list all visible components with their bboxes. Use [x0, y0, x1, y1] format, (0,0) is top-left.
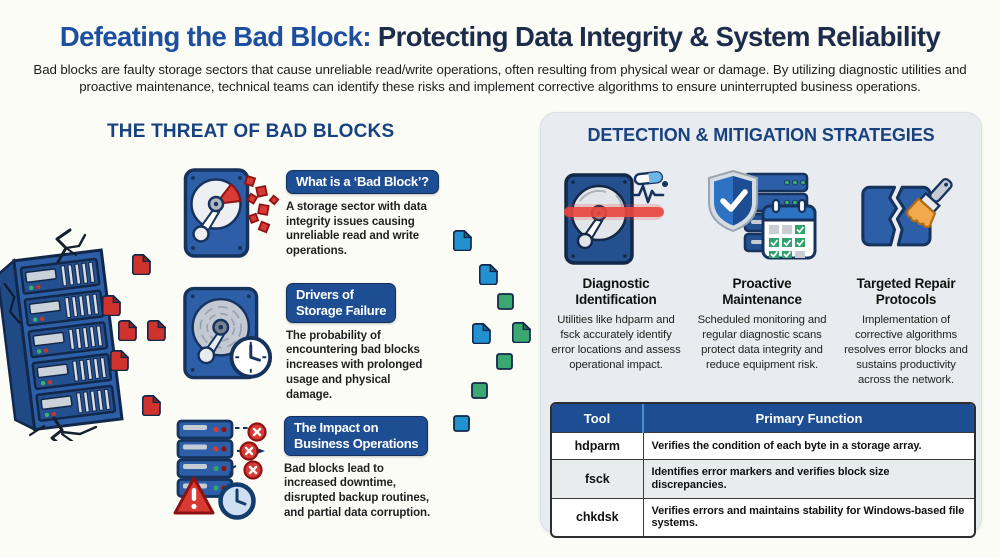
table-header-tool: Tool [552, 404, 644, 433]
strategy-title: Proactive Maintenance [722, 276, 802, 308]
tool-name: chkdsk [552, 497, 644, 536]
file-block-icon [453, 230, 472, 251]
server-alert-clock-icon [173, 419, 267, 520]
tool-function: Verifies errors and maintains stability … [643, 497, 974, 536]
threat-section-heading: THE THREAT OF BAD BLOCKS [107, 121, 395, 142]
data-block-icon [471, 382, 488, 399]
strategy-body: Scheduled monitoring and regular diagnos… [697, 314, 827, 372]
file-block-icon [512, 322, 531, 343]
card-title-line: Drivers of [296, 287, 354, 302]
paint-brush-icon [905, 177, 953, 229]
table-row: hdparm Verifies the condition of each by… [552, 431, 974, 460]
strategy-title: Targeted Repair Protocols [856, 276, 956, 308]
file-block-icon [472, 323, 491, 344]
scan-beam [563, 207, 664, 217]
strategy-body: Utilities like hdparm and fsck accuratel… [551, 314, 681, 372]
card-body-text: Bad blocks lead to increased downtime, d… [284, 462, 431, 519]
card-title-line: Business Operations [294, 435, 419, 451]
threat-card-business-impact: The Impact on Business Operations Bad bl… [284, 416, 436, 521]
shield-calendar-icon [707, 169, 816, 260]
strategies-panel: DETECTION & MITIGATION STRATEGIES [540, 112, 982, 538]
table-row: chkdsk Verifies errors and maintains sta… [552, 497, 974, 536]
top-crack [55, 228, 87, 264]
table-row: fsck Identifies error markers and verifi… [552, 459, 974, 499]
repair-brush-icon [860, 177, 953, 247]
tool-function: Verifies the condition of each byte in a… [643, 431, 974, 460]
capsule-icon [633, 171, 663, 186]
icon-box [551, 167, 681, 271]
pulse-line-icon [630, 184, 664, 204]
tool-name: fsck [552, 459, 644, 499]
hdd-scan-icon [563, 171, 668, 265]
threat-card-what-is-bad-block: What is a ‘Bad Block’? A storage sector … [286, 170, 439, 259]
card-title-line: What is a ‘Bad Block’? [296, 174, 429, 189]
strategy-column-repair: Targeted Repair Protocols Implementation… [839, 167, 973, 388]
card-title-line: Storage Failure [296, 302, 387, 318]
card-body-text: The probability of encountering bad bloc… [286, 329, 423, 401]
strategy-column-maintenance: Proactive Maintenance Scheduled monitori… [693, 167, 831, 373]
file-block-icon [479, 264, 498, 285]
intro-text: Bad blocks are faulty storage sectors th… [33, 62, 967, 95]
shattered-hdd-icon [183, 168, 280, 258]
strategy-column-diagnostic: Diagnostic Identification Utilities like… [551, 167, 681, 373]
card-title-pill: What is a ‘Bad Block’? [286, 170, 439, 194]
data-block-scatter [453, 230, 531, 432]
calendar-icon [761, 198, 816, 260]
bottom-crack [28, 416, 98, 441]
table-header-row: Tool Primary Function [552, 404, 974, 433]
strategy-title: Diagnostic Identification [575, 276, 657, 308]
icon-box [693, 167, 831, 271]
strategy-body: Implementation of corrective algorithms … [844, 314, 968, 386]
hdd-clock-icon [183, 286, 273, 380]
server-rack [0, 248, 124, 432]
card-title-pill: Drivers of Storage Failure [286, 283, 397, 323]
title-highlight: Defeating the Bad Block: [59, 21, 372, 52]
data-block-icon [453, 415, 470, 432]
cracked-server-rack-illustration [0, 228, 166, 441]
tool-name: hdparm [552, 431, 644, 460]
strategies-heading: DETECTION & MITIGATION STRATEGIES [587, 125, 935, 145]
title-rest: Protecting Data Integrity & System Relia… [370, 21, 941, 52]
check-icon [719, 189, 748, 212]
tools-table: Tool Primary Function hdparm Verifies th… [550, 402, 976, 538]
broken-block-left [860, 185, 898, 247]
table-header-function: Primary Function [643, 404, 974, 433]
data-block-icon [497, 293, 514, 310]
card-title-pill: The Impact on Business Operations [284, 416, 429, 456]
side-crack [3, 282, 21, 324]
threat-card-storage-failure: Drivers of Storage Failure The probabili… [286, 283, 436, 402]
card-body-text: A storage sector with data integrity iss… [286, 200, 427, 258]
data-block-icon [496, 353, 513, 370]
page-title: Defeating the Bad Block: Protecting Data… [0, 21, 1000, 53]
card-title-line: The Impact on [294, 420, 379, 435]
tool-function: Identifies error markers and verifies bl… [643, 459, 974, 499]
icon-box [839, 167, 973, 271]
